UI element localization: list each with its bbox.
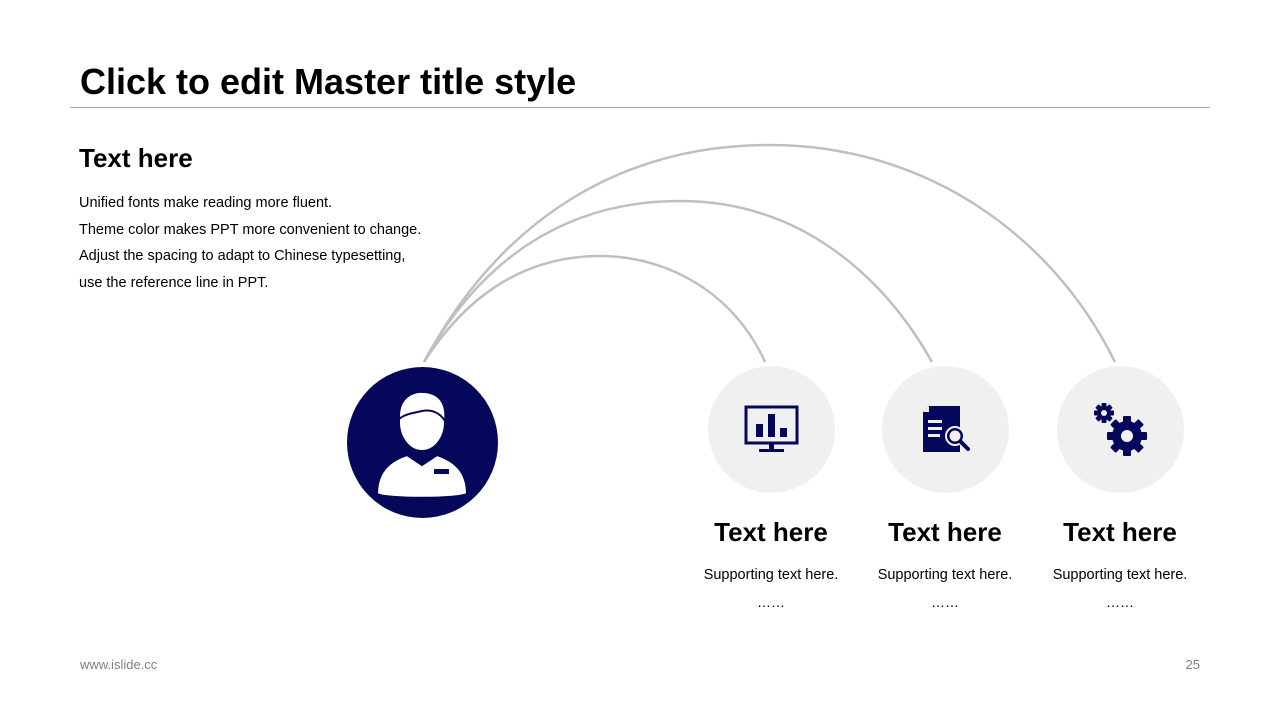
intro-line: Unified fonts make reading more fluent. (79, 195, 333, 211)
gears-icon (1094, 403, 1147, 456)
user-avatar-icon (375, 390, 469, 499)
document-search-icon (923, 406, 970, 452)
feature-circle-3 (1057, 366, 1184, 493)
feature-subtitle-3: Supporting text here. (1052, 567, 1188, 583)
connector-arc-3 (422, 143, 1117, 363)
intro-heading: Text here (79, 143, 193, 173)
page-number: 25 (1185, 657, 1200, 672)
feature-subtitle-2: Supporting text here. (877, 567, 1013, 583)
intro-paragraph: Unified fonts make reading more fluent. … (79, 190, 421, 296)
monitor-chart-icon (744, 405, 799, 452)
feature-ellipsis-2: …… (931, 594, 959, 610)
feature-title-2: Text here (888, 517, 1002, 547)
user-avatar (347, 367, 498, 518)
feature-subtitle-1: Supporting text here. (703, 567, 839, 583)
connector-arc-1 (422, 254, 767, 363)
feature-ellipsis-1: …… (757, 594, 785, 610)
intro-line: Adjust the spacing to adapt to Chinese t… (79, 248, 406, 264)
footer-url: www.islide.cc (80, 657, 158, 672)
intro-line: use the reference line in PPT. (79, 274, 269, 291)
connector-arc-2 (422, 199, 934, 363)
feature-title-1: Text here (714, 517, 828, 547)
feature-circle-2 (882, 366, 1009, 493)
feature-ellipsis-3: …… (1106, 594, 1134, 610)
slide-title: Click to edit Master title style (80, 61, 577, 102)
title-divider (70, 107, 1210, 108)
intro-line: Theme color makes PPT more convenient to… (79, 221, 422, 238)
feature-circle-1 (708, 366, 835, 493)
feature-title-3: Text here (1063, 517, 1177, 547)
